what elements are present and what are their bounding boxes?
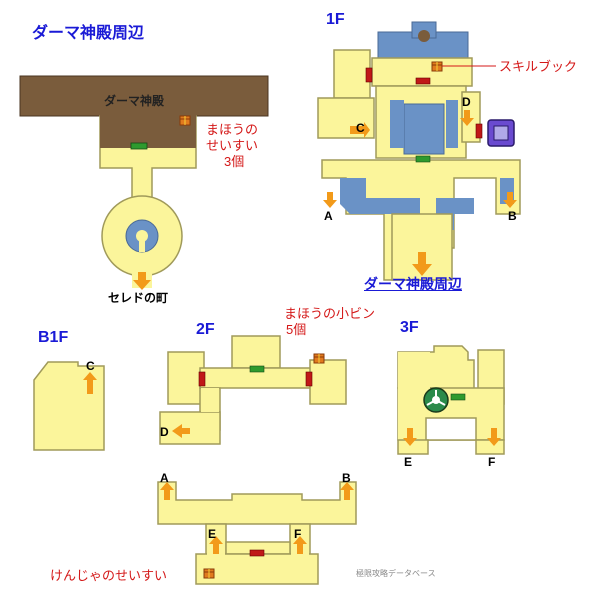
arrow-icon bbox=[412, 252, 432, 276]
treasure-chest-icon bbox=[431, 61, 443, 72]
treasure-chest-icon bbox=[203, 568, 215, 579]
floor-1f-map bbox=[317, 21, 521, 281]
floor-2f-map bbox=[159, 335, 347, 445]
marker-b-1f: B bbox=[508, 209, 517, 223]
credit-text: 極限攻略データベース bbox=[356, 569, 436, 578]
marker-a-south: A bbox=[160, 471, 169, 485]
arrow-icon bbox=[503, 192, 517, 208]
town-exit-label: セレドの町 bbox=[108, 291, 169, 305]
arrow-icon bbox=[460, 110, 474, 126]
item-magic-bottle-name: まほうの小ビン bbox=[284, 306, 376, 321]
plaza-fountain bbox=[136, 230, 148, 242]
floor-2f-title: 2F bbox=[196, 321, 215, 338]
arrow-icon bbox=[487, 428, 501, 446]
marker-a-1f: A bbox=[324, 209, 333, 223]
item-magic-water-name1: まほうの bbox=[206, 122, 259, 137]
marker-d-1f: D bbox=[462, 95, 471, 109]
marker-f-south: F bbox=[294, 527, 302, 541]
arrow-icon bbox=[209, 536, 223, 554]
outside-map bbox=[19, 75, 269, 290]
temple-door bbox=[130, 142, 148, 150]
temple-label: ダーマ神殿 bbox=[104, 94, 165, 108]
item-magic-bottle-count: 5個 bbox=[286, 322, 307, 337]
item-sage-water: けんじゃのせいすい bbox=[50, 568, 168, 583]
marker-b-south: B bbox=[342, 471, 351, 485]
outside-link[interactable]: ダーマ神殿周辺 bbox=[364, 276, 462, 292]
item-skill-book: スキルブック bbox=[499, 59, 578, 74]
item-magic-water-name2: せいすい bbox=[206, 138, 259, 153]
arrow-icon bbox=[293, 536, 307, 554]
arrow-icon bbox=[172, 424, 190, 438]
arrow-icon bbox=[160, 482, 174, 500]
marker-e-south: E bbox=[208, 527, 217, 541]
floor-3f-title: 3F bbox=[400, 319, 419, 336]
treasure-chest-icon bbox=[313, 353, 325, 364]
marker-d-2f: D bbox=[160, 425, 169, 439]
outside-title: ダーマ神殿周辺 bbox=[32, 25, 145, 42]
arrow-icon bbox=[340, 482, 354, 500]
arrow-icon bbox=[83, 372, 97, 394]
marker-c-1f: C bbox=[356, 121, 365, 135]
floor-b1f-map bbox=[33, 361, 105, 451]
marker-f-3f: F bbox=[488, 455, 496, 469]
arrow-icon bbox=[323, 192, 337, 208]
floor-1f-title: 1F bbox=[326, 11, 345, 28]
teleporter-icon bbox=[423, 387, 449, 413]
arrow-icon bbox=[403, 428, 417, 446]
marker-c-b1f: C bbox=[86, 359, 95, 373]
exit-arrow-icon bbox=[133, 272, 151, 290]
floor-south-map bbox=[157, 481, 357, 585]
floor-3f-map bbox=[397, 345, 505, 455]
floor-b1f-title: B1F bbox=[38, 329, 69, 346]
item-magic-water-count: 3個 bbox=[224, 154, 245, 169]
treasure-chest-icon bbox=[179, 115, 191, 126]
arrow-icon bbox=[350, 122, 370, 138]
marker-e-3f: E bbox=[404, 455, 413, 469]
